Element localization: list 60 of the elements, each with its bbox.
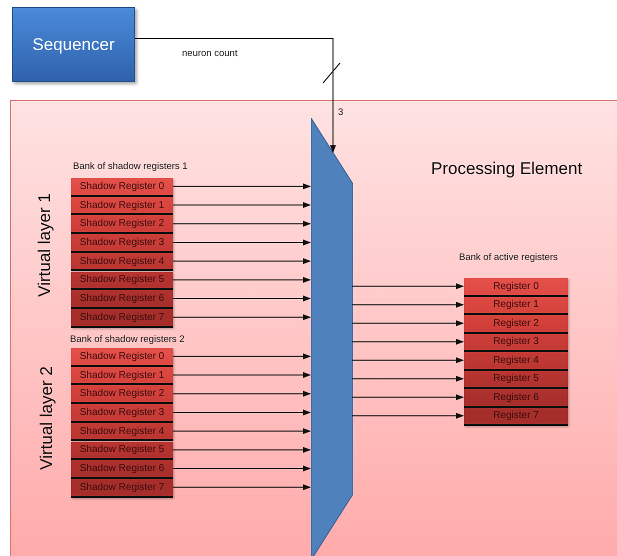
arrow — [172, 220, 311, 227]
register: Shadow Register 4 — [71, 252, 173, 272]
register: Register 6 — [464, 389, 568, 408]
register: Shadow Register 7 — [71, 478, 173, 498]
text-label: Bank of active registers — [459, 252, 558, 263]
arrow — [352, 283, 464, 290]
arrow — [172, 409, 311, 416]
arrow — [172, 202, 311, 208]
register: Register 7 — [464, 408, 568, 426]
text-label: Bank of shadow registers 2 — [70, 334, 185, 345]
arrow — [352, 320, 464, 326]
layer-label: Virtual layer 2 — [37, 366, 57, 470]
register: Shadow Register 3 — [71, 234, 173, 253]
register: Shadow Register 6 — [71, 460, 173, 479]
layer-label: Virtual layer 1 — [35, 193, 55, 297]
arrow — [172, 296, 311, 302]
arrow — [172, 428, 311, 434]
register: Shadow Register 5 — [71, 442, 173, 460]
arrow — [172, 276, 311, 283]
arrow — [172, 258, 311, 264]
arrow — [352, 394, 464, 400]
register: Shadow Register 7 — [71, 308, 173, 328]
arrow — [172, 314, 311, 320]
register: Register 3 — [464, 334, 568, 352]
sequencer-box: Sequencer — [12, 7, 135, 82]
arrow — [172, 239, 311, 246]
arrow — [172, 484, 311, 490]
arrow — [172, 372, 311, 378]
register: Shadow Register 2 — [71, 215, 173, 234]
arrow — [352, 302, 464, 308]
arrow — [172, 446, 311, 453]
edge-label: neuron count — [182, 48, 238, 58]
register: Shadow Register 0 — [71, 178, 173, 197]
register: Shadow Register 5 — [71, 272, 173, 290]
arrow — [172, 353, 311, 360]
register: Shadow Register 6 — [71, 290, 173, 309]
arrow — [172, 390, 311, 397]
arrow — [352, 357, 464, 364]
panel-title: Processing Element — [431, 159, 582, 179]
text-label: Bank of shadow registers 1 — [73, 161, 188, 172]
arrow — [352, 338, 464, 345]
multiplexer-shape — [311, 118, 353, 556]
register: Shadow Register 0 — [71, 348, 173, 367]
text-label: 3 — [338, 107, 344, 118]
register: Shadow Register 1 — [71, 366, 173, 386]
register: Register 0 — [464, 278, 568, 296]
register: Register 2 — [464, 315, 568, 334]
arrow — [172, 183, 311, 190]
register: Shadow Register 2 — [71, 385, 173, 404]
processing-element-panel — [10, 100, 617, 556]
register: Register 5 — [464, 370, 568, 389]
register: Register 1 — [464, 296, 568, 315]
register: Register 4 — [464, 352, 568, 370]
register: Shadow Register 3 — [71, 404, 173, 423]
arrow — [172, 466, 311, 472]
arrow — [134, 38, 336, 154]
register: Shadow Register 4 — [71, 422, 173, 442]
register: Shadow Register 1 — [71, 196, 173, 216]
arrow — [352, 376, 464, 382]
arrow — [352, 412, 464, 419]
